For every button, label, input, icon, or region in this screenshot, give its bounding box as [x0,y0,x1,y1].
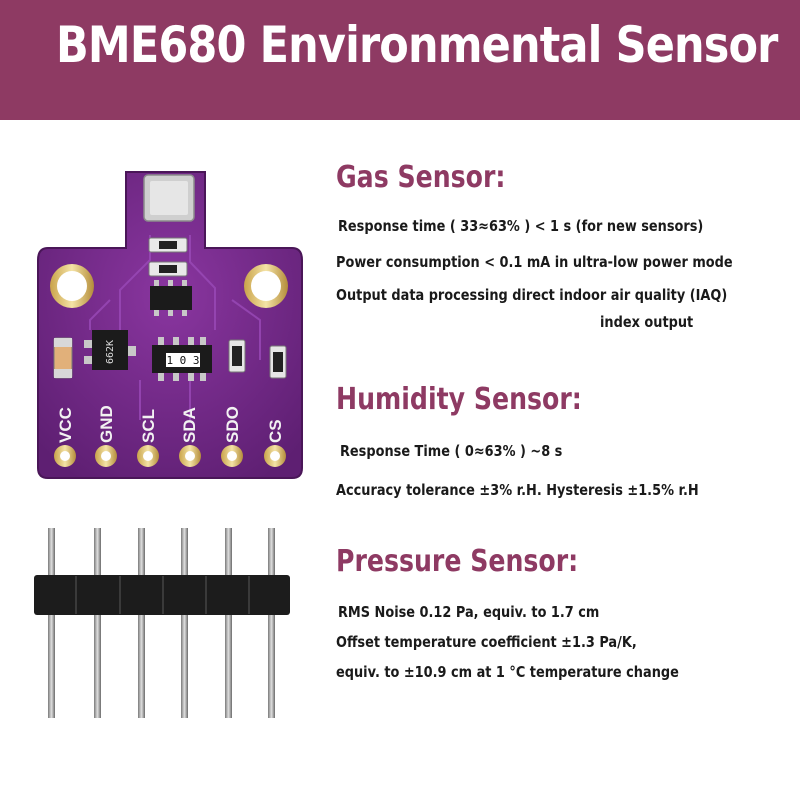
mounting-holes [50,264,288,308]
pin-label-scl: SCL [139,409,158,443]
pin-header [34,528,290,718]
pin-labels: VCC GND SCL SDA SDO CS [56,405,285,443]
pin-label-cs: CS [266,419,285,443]
humidity-line-2: Accuracy tolerance ±3% r.H. Hysteresis ±… [336,481,699,499]
gas-line-4: index output [600,313,694,331]
gas-sensor-title: Gas Sensor: [336,160,506,195]
gas-line-3: Output data processing direct indoor air… [336,286,728,304]
pin-label-vcc: VCC [56,407,75,443]
title-banner: BME680 Environmental Sensor [0,0,800,120]
pcb-board [37,171,303,479]
pressure-sensor-title: Pressure Sensor: [336,544,579,579]
voltage-regulator: 662K [84,330,136,370]
bme680-sensor-chip [143,174,195,222]
smd-resistors [148,237,188,277]
pin-label-gnd: GND [97,405,116,443]
pressure-line-3: equiv. to ±10.9 cm at 1 °C temperature c… [336,663,679,681]
center-ic-code: 1 0 3 [166,354,199,367]
pressure-line-2: Offset temperature coefficient ±1.3 Pa/K… [336,633,637,651]
pressure-line-1: RMS Noise 0.12 Pa, equiv. to 1.7 cm [338,603,600,621]
pin-label-sda: SDA [180,407,199,443]
pin-label-sdo: SDO [223,406,242,443]
banner-title: BME680 Environmental Sensor [56,16,778,74]
humidity-sensor-title: Humidity Sensor: [336,382,582,417]
center-ic: 1 0 3 [152,337,212,381]
capacitor-left [53,337,73,379]
pin-pads [54,445,286,467]
humidity-line-1: Response Time ( 0≈63% ) ~8 s [340,442,563,460]
regulator-code: 662K [105,340,116,364]
gas-line-2: Power consumption < 0.1 mA in ultra-low … [336,253,733,271]
capacitor-e01-a [228,339,246,373]
gas-line-1: Response time ( 33≈63% ) < 1 s (for new … [338,217,704,235]
pcb-traces [89,235,261,420]
level-shifter-ic [150,280,192,316]
product-photo: 662K 1 0 3 VCC GND SCL SDA SDO CS [34,171,303,718]
capacitor-e01-b [269,345,287,379]
